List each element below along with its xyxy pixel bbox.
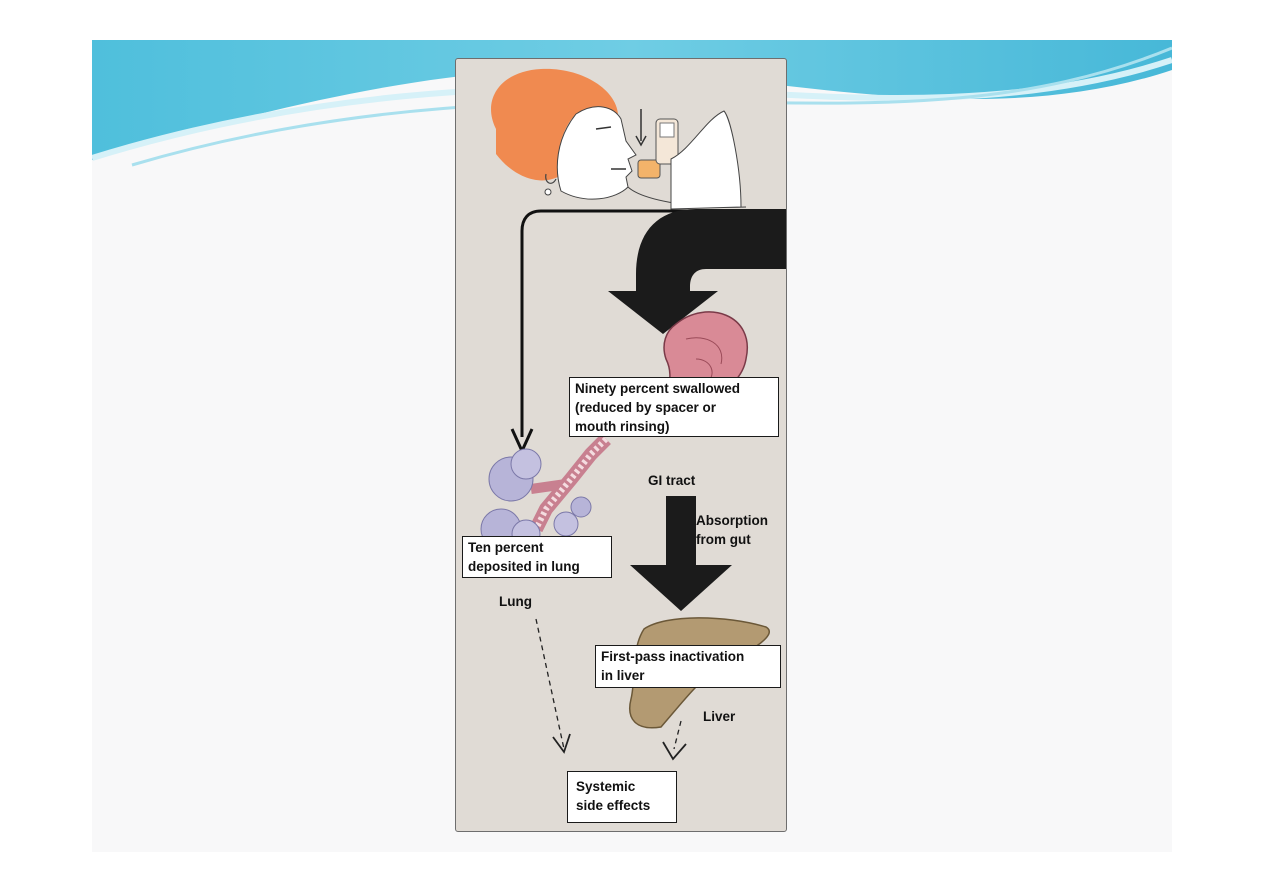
lung-path-arrow [520,209,782,437]
lung-deposit-line1: Ten percent [468,540,544,555]
systemic-label-box: Systemic side effects [567,771,677,823]
first-pass-line1: First-pass inactivation [601,649,745,664]
lung-deposit-line2: deposited in lung [468,559,580,574]
wave-band [92,40,1172,160]
gi-tract-label: GI tract [648,471,695,490]
swallowed-line3: mouth rinsing) [575,419,670,434]
inhaler-icon [611,109,742,210]
liver-text: Liver [703,709,736,724]
diagram-artwork [480,68,786,761]
systemic-line1: Systemic [576,779,636,794]
diagram-panel: Ninety percent swallowed (reduced by spa… [455,58,787,832]
first-pass-line2: in liver [601,668,645,683]
first-pass-label-box: First-pass inactivation in liver [595,645,781,688]
liver-to-systemic-arrowhead [662,741,687,761]
swallow-path-arrow [608,209,786,334]
lung-to-systemic-arrowhead [552,733,571,754]
swallowed-line1: Ninety percent swallowed [575,381,741,396]
lung-text: Lung [499,594,532,609]
absorption-line1: Absorption [696,513,768,528]
lung-to-systemic-arrow [535,618,565,750]
lung-label: Lung [499,592,532,611]
systemic-line2: side effects [576,798,651,813]
swallowed-label-box: Ninety percent swallowed (reduced by spa… [569,377,779,437]
lung-illustration [480,434,611,550]
absorption-line2: from gut [696,532,751,547]
swallowed-line2: (reduced by spacer or [575,400,717,415]
absorption-label: Absorption from gut [696,511,768,549]
liver-label: Liver [703,707,735,726]
lung-deposit-label-box: Ten percent deposited in lung [462,536,612,578]
gi-tract-text: GI tract [648,473,696,488]
absorption-arrow [630,496,732,611]
liver-to-systemic-arrow [673,720,682,750]
woman-inhaling-illustration [491,68,747,208]
